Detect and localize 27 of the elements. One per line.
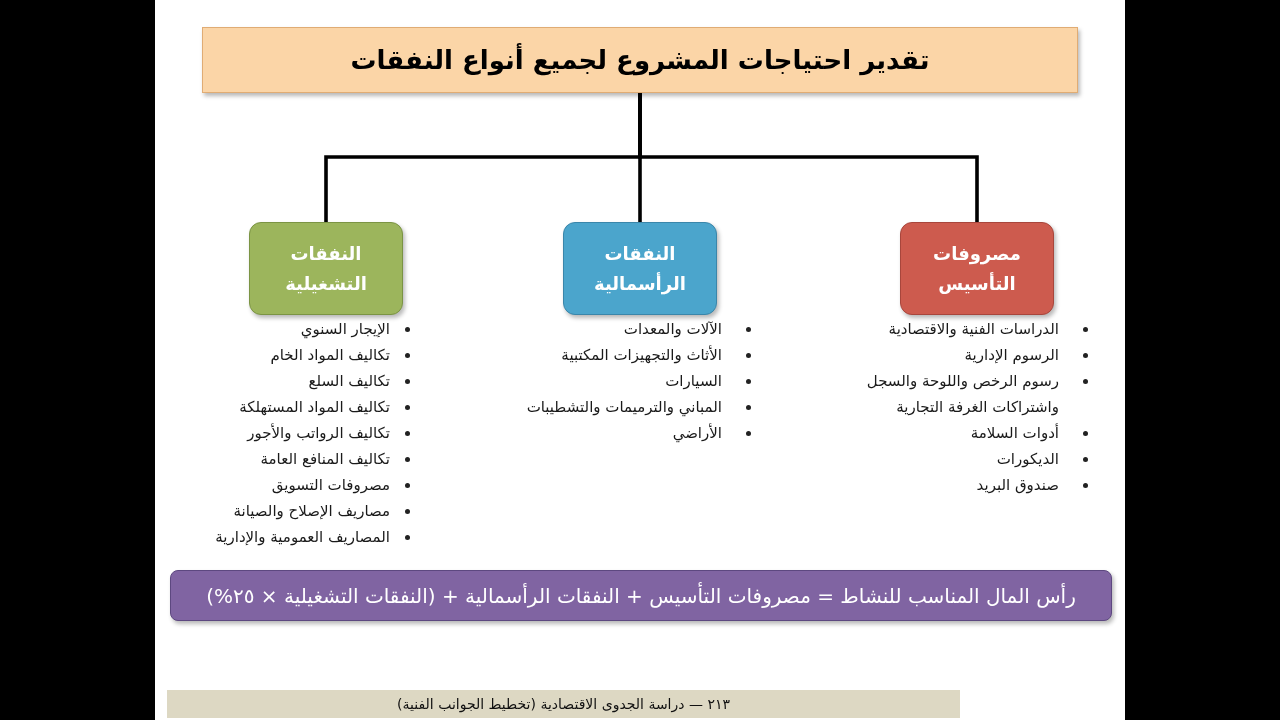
list-item: الديكورات <box>996 449 1059 470</box>
list-item: تكاليف المواد المستهلكة <box>239 397 390 418</box>
list-item: الإيجار السنوي <box>300 319 390 341</box>
list-item: السيارات <box>665 371 722 392</box>
list-item: المباني والترميمات والتشطيبات <box>526 397 722 419</box>
list-item: تكاليف المواد الخام <box>270 345 390 366</box>
connector-line <box>324 93 642 222</box>
list-item: الرسوم الإدارية <box>964 345 1059 366</box>
list-item: الدراسات الفنية والاقتصادية <box>888 319 1059 340</box>
list-item: تكاليف السلع <box>308 371 390 392</box>
list-item: تكاليف المنافع العامة <box>260 449 390 470</box>
title-box: تقدير احتياجات المشروع لجميع أنواع النفقات <box>202 27 1078 93</box>
category-box: النفقات التشغيلية <box>249 222 403 315</box>
list-item: أدوات السلامة <box>970 422 1059 444</box>
list-item: المصاريف العمومية والإدارية <box>215 527 390 548</box>
formula-band: رأس المال المناسب للنشاط = مصروفات التأسيس + النفقات الرأسمالية + (النفقات التشغيلية × ٢٥%) <box>170 570 1112 621</box>
list-item: مصروفات التسويق <box>271 475 390 496</box>
category-box: النفقات الرأسمالية <box>563 222 717 315</box>
list-item: رسوم الرخص واللوحة والسجل واشتراكات الغرفة التجارية <box>865 371 1059 418</box>
category-box: مصروفات التأسيس <box>900 222 1054 315</box>
list-item: صندوق البريد <box>976 475 1059 496</box>
list-item: الأراضي <box>672 422 722 445</box>
list-item: الآلات والمعدات <box>623 319 722 340</box>
list-item: الأثاث والتجهيزات المكتبية <box>561 344 722 366</box>
list-item: تكاليف الرواتب والأجور <box>247 422 390 444</box>
list-item: مصاريف الإصلاح والصيانة <box>233 501 390 522</box>
footer-band: ٢١٣ — دراسة الجدوى الاقتصادية (تخطيط الجوانب الفنية) <box>167 690 960 718</box>
